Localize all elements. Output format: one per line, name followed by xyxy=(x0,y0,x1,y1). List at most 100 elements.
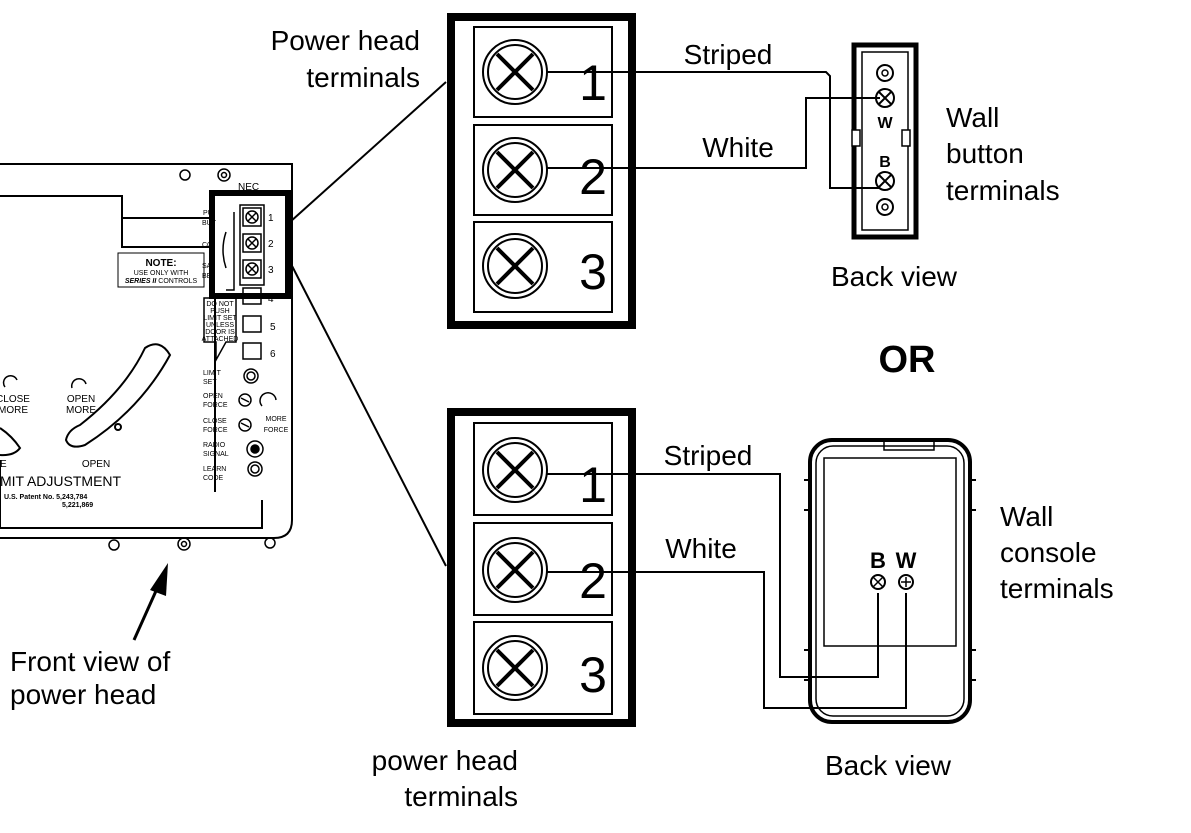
terminal-4-box xyxy=(242,287,262,305)
limit-adjustment-area xyxy=(0,343,172,457)
screw-icon xyxy=(177,537,191,551)
lower-panel-edge xyxy=(0,460,263,529)
terminal-screw-icon xyxy=(482,233,548,299)
open-limit-slot xyxy=(64,343,172,448)
patent-label: 5,221,869 xyxy=(62,502,93,509)
terminal-number: 1 xyxy=(579,457,607,513)
close-more-label: CLOSE xyxy=(0,394,30,405)
white-wire xyxy=(546,97,880,169)
control-knobs xyxy=(238,368,277,477)
note-box-frame xyxy=(117,252,205,288)
terminal-screw-icon xyxy=(245,262,259,276)
close-more-arrow-icon xyxy=(2,375,18,388)
wall-console-frame xyxy=(808,438,972,724)
note-box: NOTE: USE ONLY WITH SERIES II CONTROLS xyxy=(117,252,205,288)
small-terminal-number: 6 xyxy=(270,349,276,360)
terminal-block-frame xyxy=(447,408,636,727)
side-label: SA xyxy=(202,263,212,270)
control-label: SIGNAL xyxy=(203,451,229,458)
terminal-screw-icon xyxy=(482,437,548,503)
power-head-terminals-label: terminals xyxy=(306,62,420,93)
screw-icon xyxy=(179,169,191,181)
learn-code-button-icon xyxy=(247,461,263,477)
screw-icon xyxy=(264,537,276,549)
note-title: NOTE: xyxy=(145,258,176,269)
front-view-label: power head xyxy=(10,679,156,710)
panel-screws xyxy=(108,168,276,551)
control-label: FORCE xyxy=(203,427,228,434)
terminal-screw-icon xyxy=(245,236,259,250)
terminal-number: 2 xyxy=(579,149,607,205)
wall-console-back xyxy=(804,438,976,724)
screw-icon xyxy=(217,168,231,182)
wall-console-terminals-label: console xyxy=(1000,537,1097,568)
terminal-cell xyxy=(473,621,613,715)
terminal-cell xyxy=(473,221,613,313)
warning-line: DOOR IS xyxy=(205,329,235,336)
wall-console-terminals-label: Wall xyxy=(1000,501,1053,532)
terminal-highlight-box xyxy=(209,190,291,299)
more-force-label: MORE xyxy=(266,416,287,423)
more-force-label: FORCE xyxy=(264,427,289,434)
wire-label-white: White xyxy=(702,132,774,163)
open-more-label: OPEN xyxy=(67,394,95,405)
terminal-screw-icon xyxy=(245,210,259,224)
zoom-line-top xyxy=(289,81,447,223)
b-terminal-screw-icon xyxy=(870,574,886,590)
terminal-number: 2 xyxy=(579,553,607,609)
wall-button-w-label: W xyxy=(877,115,893,132)
more-force-arrow-icon xyxy=(259,392,277,407)
terminal-cell xyxy=(473,124,613,216)
wire-label-striped: Striped xyxy=(684,39,773,70)
wall-button-terminals-label: button xyxy=(946,138,1024,169)
white-wire xyxy=(546,571,907,709)
wire-label-striped: Striped xyxy=(664,440,753,471)
power-head-terminals-label: terminals xyxy=(404,781,518,812)
terminal-block-bottom: 1 2 3 xyxy=(447,408,636,727)
small-terminal-number: 4 xyxy=(268,294,274,305)
open-label: OPEN xyxy=(82,459,110,470)
control-label: FORCE xyxy=(203,402,228,409)
wall-console-w-label: W xyxy=(896,548,917,573)
patent-label: U.S. Patent No. 5,243,784 xyxy=(4,494,87,501)
terminal-3-box xyxy=(242,259,262,279)
radio-signal-led-icon xyxy=(246,440,264,458)
terminal-number: 3 xyxy=(579,647,607,703)
or-label: OR xyxy=(879,339,936,381)
b-terminal-screw-icon xyxy=(875,171,895,191)
control-label: CLOSE xyxy=(203,418,227,425)
terminal-cell xyxy=(473,422,613,516)
striped-wire xyxy=(546,473,879,678)
control-label: SET xyxy=(203,379,217,386)
top-wires xyxy=(546,71,880,189)
terminal-5-box xyxy=(242,315,262,333)
control-label: CODE xyxy=(203,475,224,482)
note-line2: SERIES II CONTROLS xyxy=(125,278,198,285)
limit-set-button-icon xyxy=(243,368,259,384)
mount-hole-icon xyxy=(876,64,894,82)
terminal-6-box xyxy=(242,342,262,360)
warning-line: PUSH xyxy=(210,308,229,315)
terminal-screw-icon xyxy=(482,635,548,701)
small-terminal-number: 5 xyxy=(270,322,276,333)
striped-wire xyxy=(546,71,880,189)
w-terminal-screw-icon xyxy=(898,574,914,590)
control-label: LEARN xyxy=(203,466,226,473)
bottom-wires xyxy=(546,473,907,709)
terminal-2-box xyxy=(242,233,262,253)
close-limit-slot xyxy=(0,427,22,457)
open-more-label: MORE xyxy=(66,405,96,416)
control-label: OPEN xyxy=(203,393,223,400)
terminal-block-frame xyxy=(447,13,636,329)
side-label: PU xyxy=(203,210,213,217)
back-view-label: Back view xyxy=(825,750,952,781)
terminal-screw-icon xyxy=(482,537,548,603)
close-force-knob-icon xyxy=(238,418,252,432)
side-label: BUT xyxy=(202,220,217,227)
warning-line: DO NOT xyxy=(206,301,234,308)
nec-label: NEC xyxy=(238,182,259,193)
warning-label: DO NOT PUSH LIMIT SET UNLESS DOOR IS ATT… xyxy=(202,297,238,363)
terminal-number: 1 xyxy=(579,55,607,111)
